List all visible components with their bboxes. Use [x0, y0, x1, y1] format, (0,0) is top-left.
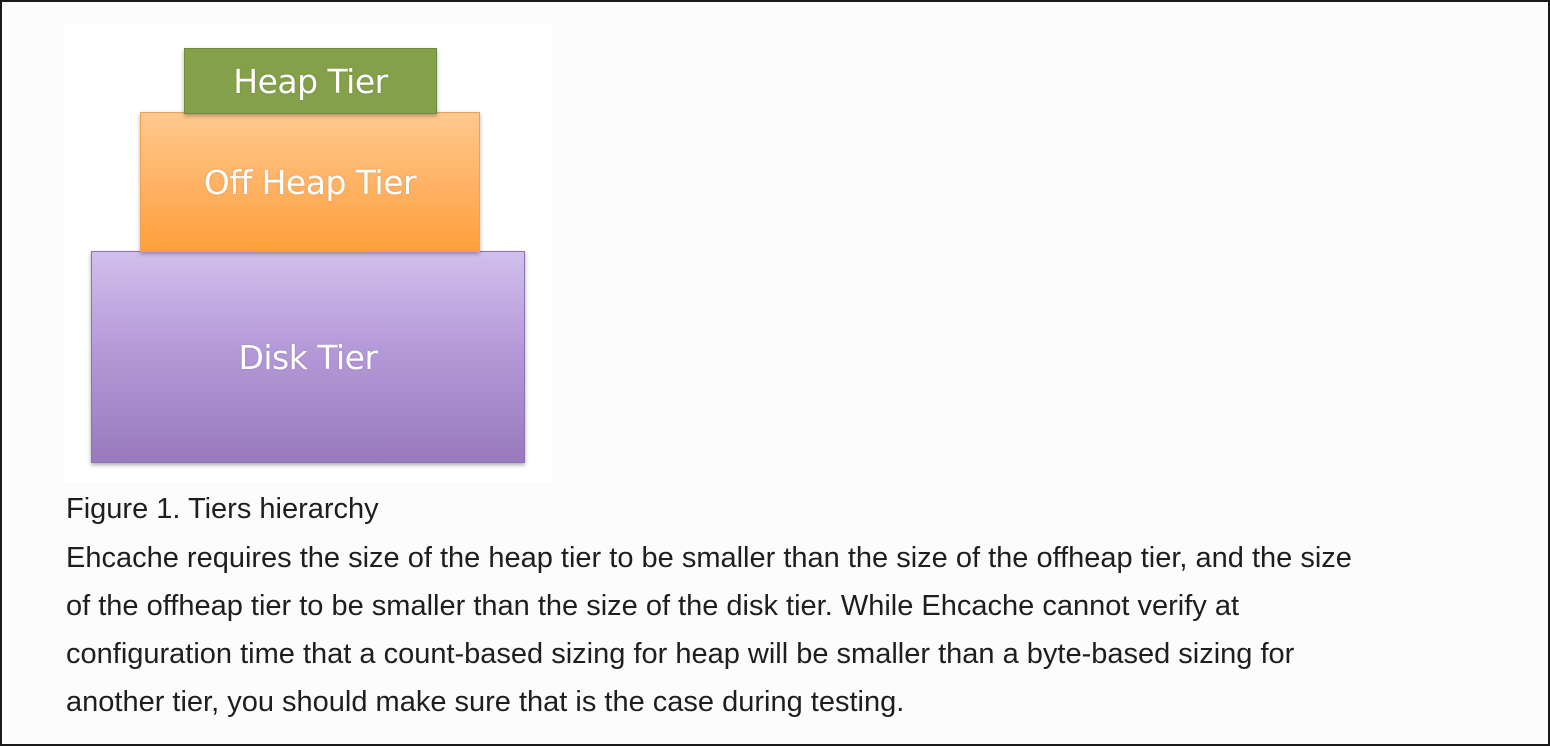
body-paragraph: Ehcache requires the size of the heap ti… [66, 534, 1526, 726]
offheap-tier-label: Off Heap Tier [203, 162, 417, 202]
offheap-tier-box: Off Heap Tier [140, 112, 480, 252]
paragraph-line: of the offheap tier to be smaller than t… [66, 590, 1239, 622]
paragraph-line: Ehcache requires the size of the heap ti… [66, 542, 1352, 574]
disk-tier-box: Disk Tier [91, 251, 525, 463]
heap-tier-box: Heap Tier [184, 48, 437, 114]
figure-caption: Figure 1. Tiers hierarchy [66, 493, 379, 525]
tiers-hierarchy-figure: Disk Tier Off Heap Tier Heap Tier [64, 24, 552, 482]
disk-tier-label: Disk Tier [238, 337, 378, 377]
paragraph-line: configuration time that a count-based si… [66, 638, 1295, 670]
heap-tier-label: Heap Tier [233, 61, 388, 101]
paragraph-line: another tier, you should make sure that … [66, 686, 905, 718]
